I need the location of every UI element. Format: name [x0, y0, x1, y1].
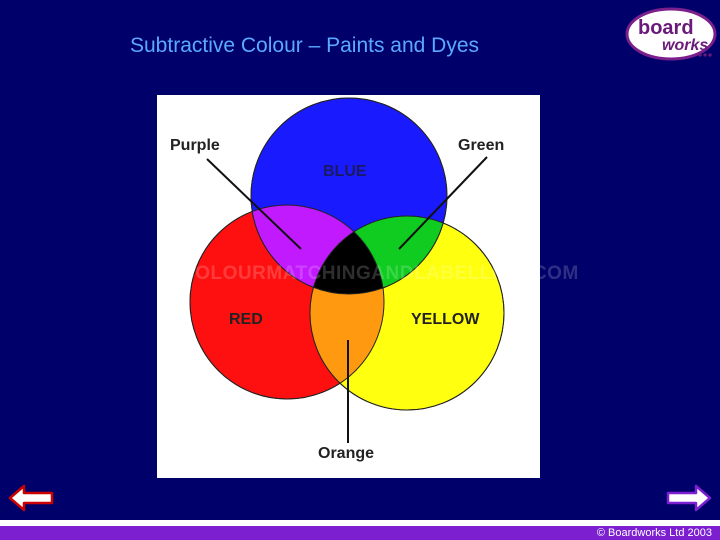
label-blue: BLUE — [323, 163, 367, 180]
forward-button[interactable] — [666, 482, 712, 514]
green-pointer-line — [398, 156, 488, 250]
svg-text:works: works — [662, 37, 708, 54]
slide-title: Subtractive Colour – Paints and Dyes — [130, 34, 480, 57]
copyright-text: © Boardworks Ltd 2003 — [596, 527, 712, 539]
label-orange: Orange — [318, 445, 375, 462]
back-button[interactable] — [8, 482, 54, 514]
colour-venn-diagram: COLOURMATCHINGANDLABELLING.COM Purple Gr… — [157, 95, 578, 478]
black-overlap — [310, 216, 384, 294]
footer-bar: © Boardworks Ltd 2003 — [0, 526, 720, 540]
watermark-text: COLOURMATCHINGANDLABELLING.COM — [181, 263, 579, 284]
right-arrow-icon — [666, 484, 712, 512]
purple-pointer-line — [206, 158, 302, 250]
boardworks-logo: board works — [624, 6, 718, 62]
svg-text:board: board — [638, 17, 694, 39]
label-purple: Purple — [170, 137, 220, 154]
label-red: RED — [229, 311, 263, 328]
footer-divider — [0, 520, 720, 526]
label-yellow: YELLOW — [411, 311, 480, 328]
label-green: Green — [458, 137, 505, 154]
left-arrow-icon — [8, 484, 54, 512]
